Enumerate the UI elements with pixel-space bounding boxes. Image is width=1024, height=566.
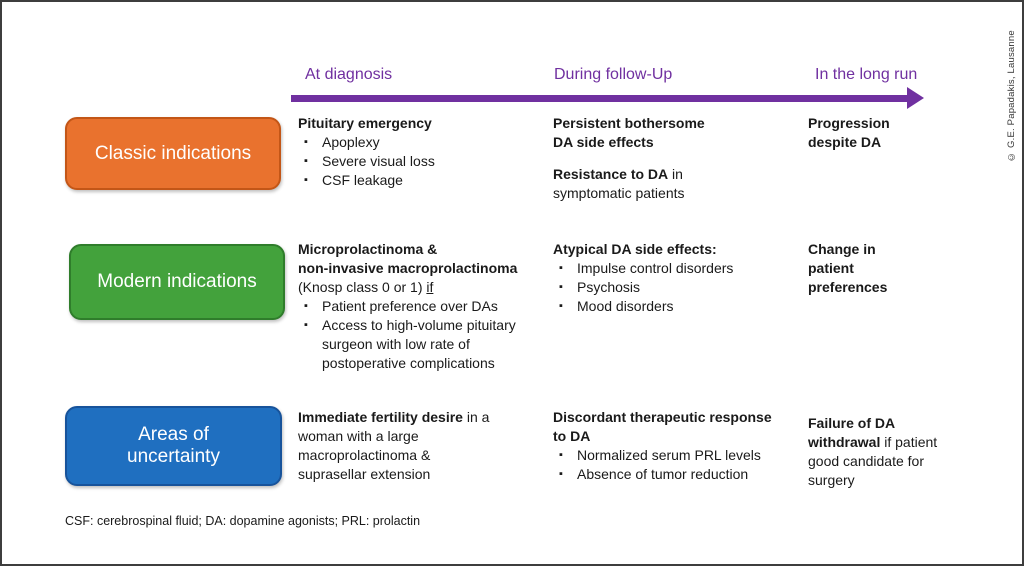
row-label-areas-of-uncertainty: Areas of uncertainty: [65, 406, 282, 486]
list-item: ▪ Apoplexy: [298, 133, 548, 152]
row-label-text: Areas of uncertainty: [127, 424, 220, 467]
list-item-text: Normalized serum PRL levels: [577, 447, 761, 463]
row-label-text: Modern indications: [97, 271, 257, 293]
row-label-classic-indications: Classic indications: [65, 117, 281, 190]
list-item: ▪ Normalized serum PRL levels: [553, 446, 807, 465]
list-item-text: CSF leakage: [322, 172, 403, 188]
cell-classic-during-followup: Persistent bothersome DA side effects Re…: [553, 114, 783, 203]
cell-modern-long-run: Change in patient preferences: [808, 240, 978, 297]
timeline-header-long-run: In the long run: [815, 66, 918, 83]
list-item: ▪ Psychosis: [553, 278, 803, 297]
cell-title: Atypical DA side effects:: [553, 241, 717, 257]
list-item: ▪ Severe visual loss: [298, 152, 548, 171]
list-item-text: Access to high-volume pituitary surgeon …: [322, 317, 516, 371]
list-item: ▪ Mood disorders: [553, 297, 803, 316]
bullet-icon: ▪: [559, 300, 563, 312]
cell-modern-during-followup: Atypical DA side effects: ▪ Impulse cont…: [553, 240, 803, 316]
bullet-icon: ▪: [559, 449, 563, 461]
list-item: ▪ Access to high-volume pituitary surgeo…: [298, 316, 552, 373]
list-item: ▪ CSF leakage: [298, 171, 548, 190]
bullet-icon: ▪: [304, 136, 308, 148]
bullet-icon: ▪: [559, 468, 563, 480]
cell-title: Progression despite DA: [808, 115, 890, 150]
cell-modern-at-diagnosis: Microprolactinoma & non-invasive macropr…: [298, 240, 552, 373]
cell-uncertainty-at-diagnosis: Immediate fertility desire in a woman wi…: [298, 409, 490, 482]
cell-title: Discordant therapeutic response to DA: [553, 409, 772, 444]
cell-classic-long-run: Progression despite DA: [808, 114, 978, 152]
abbreviations-footnote: CSF: cerebrospinal fluid; DA: dopamine a…: [65, 514, 421, 528]
bullet-icon: ▪: [559, 262, 563, 274]
list-item-text: Patient preference over DAs: [322, 298, 498, 314]
list-item-text: Apoplexy: [322, 134, 380, 150]
credit-text: © G.E. Papadakis, Lausanne: [1006, 30, 1017, 162]
cell-title: Change in patient preferences: [808, 241, 888, 295]
cell-title: Pituitary emergency: [298, 115, 432, 131]
row-label-modern-indications: Modern indications: [69, 244, 285, 320]
cell-classic-at-diagnosis: Pituitary emergency ▪ Apoplexy ▪ Severe …: [298, 114, 548, 190]
cell-title: Microprolactinoma & non-invasive macropr…: [298, 241, 518, 276]
list-item: ▪ Absence of tumor reduction: [553, 465, 807, 484]
timeline-header-during-followup: During follow-Up: [554, 66, 673, 83]
cell-uncertainty-during-followup: Discordant therapeutic response to DA ▪ …: [553, 408, 807, 484]
bullet-icon: ▪: [304, 155, 308, 167]
bullet-icon: ▪: [304, 174, 308, 186]
list-item: ▪ Impulse control disorders: [553, 259, 803, 278]
list-item-text: Impulse control disorders: [577, 260, 734, 276]
underlined-if: if: [426, 279, 434, 295]
bullet-icon: ▪: [304, 300, 308, 312]
bullet-icon: ▪: [304, 319, 308, 331]
cell-title: Persistent bothersome DA side effects: [553, 115, 705, 150]
cell-condition: (Knosp class 0 or 1) if: [298, 279, 434, 295]
list-item-text: Severe visual loss: [322, 153, 435, 169]
timeline-arrow: [291, 95, 909, 102]
timeline-header-at-diagnosis: At diagnosis: [305, 66, 393, 83]
row-label-text: Classic indications: [94, 142, 252, 164]
list-item: ▪ Patient preference over DAs: [298, 297, 552, 316]
timeline-arrowhead-icon: [907, 87, 924, 109]
list-item-text: Psychosis: [577, 279, 641, 295]
list-item-text: Absence of tumor reduction: [577, 466, 749, 482]
cell-uncertainty-long-run: Failure of DA withdrawal if patient good…: [808, 415, 938, 488]
bullet-icon: ▪: [559, 281, 563, 293]
cell-paragraph: Resistance to DA in symptomatic patients: [553, 166, 685, 201]
list-item-text: Mood disorders: [577, 298, 674, 314]
